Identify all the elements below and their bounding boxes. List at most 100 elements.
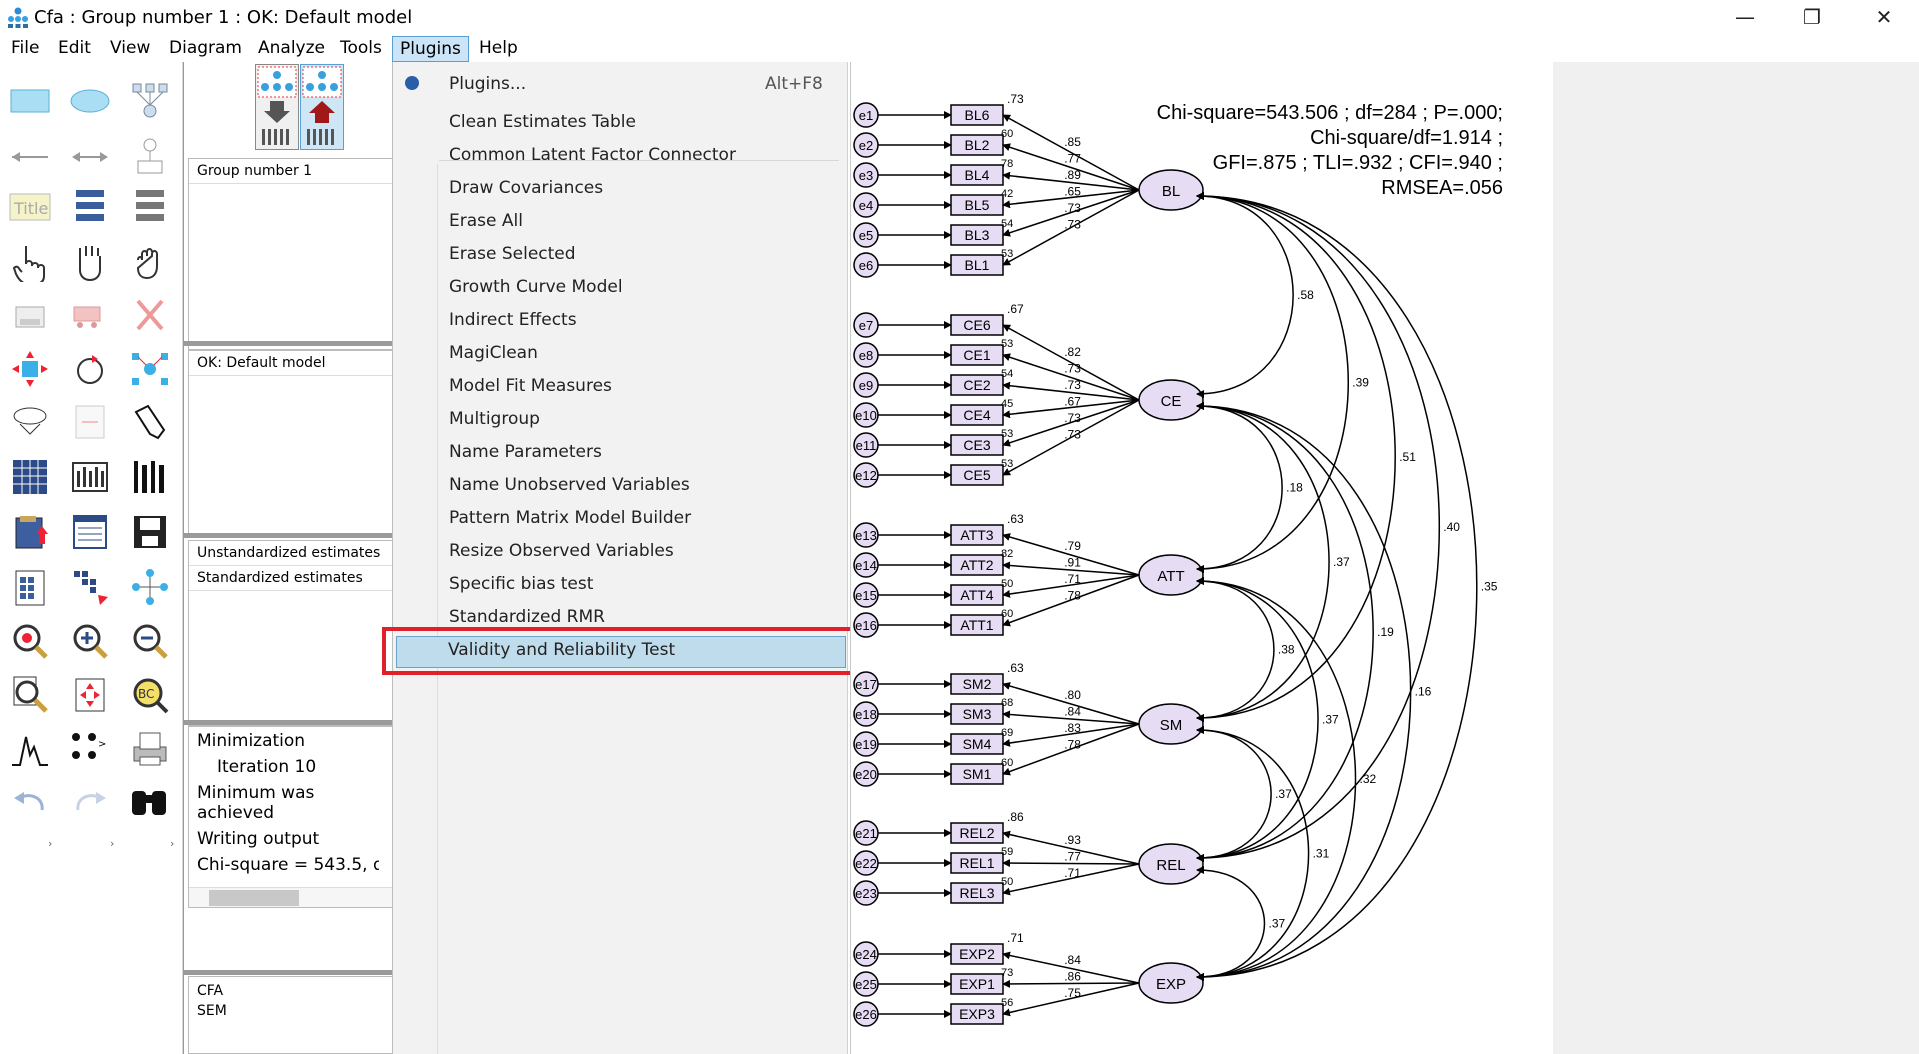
menu-help[interactable]: Help	[479, 38, 518, 58]
error-label: e22	[855, 856, 877, 871]
reflect-indicators-icon[interactable]	[125, 344, 175, 394]
latent-indicator-icon[interactable]	[125, 76, 175, 126]
covariance-arc	[1196, 577, 1275, 722]
undo-icon[interactable]	[5, 778, 55, 828]
covariance-arc	[1196, 192, 1350, 573]
erase-object-icon[interactable]	[125, 290, 175, 340]
menu-diagram[interactable]: Diagram	[169, 38, 242, 58]
panel-splitter[interactable]	[184, 341, 394, 346]
touch-up-icon[interactable]	[125, 397, 175, 447]
menu-item-multigroup[interactable]: Multigroup	[449, 409, 540, 429]
calculate-estimates-icon[interactable]	[125, 452, 175, 502]
title-tool-icon[interactable]: Title	[5, 182, 55, 232]
loading-label: .71	[1064, 866, 1081, 880]
panel-splitter-3[interactable]	[184, 720, 394, 725]
object-properties-icon[interactable]	[5, 562, 55, 612]
menu-view[interactable]: View	[110, 38, 151, 58]
scroll-icon[interactable]	[65, 397, 115, 447]
log-horizontal-scrollbar[interactable]	[189, 887, 395, 907]
rectangle-tool-icon[interactable]	[5, 76, 55, 126]
single-arrow-icon[interactable]	[5, 132, 55, 182]
view-output-path-diagram-button[interactable]	[300, 64, 344, 150]
zoom-out-icon[interactable]	[125, 616, 175, 666]
zoom-in-icon[interactable]	[65, 616, 115, 666]
menu-item-common-latent-factor-connector[interactable]: Common Latent Factor Connector	[449, 145, 736, 165]
ellipse-tool-icon[interactable]	[65, 76, 115, 126]
loading-path	[1002, 859, 1140, 868]
copy-object-icon[interactable]	[5, 290, 55, 340]
menu-item-model-fit-measures[interactable]: Model Fit Measures	[449, 376, 612, 396]
file-item-sem[interactable]: SEM	[197, 1003, 227, 1019]
observed-label: BL6	[965, 107, 990, 123]
menu-item-name-unobserved-variables[interactable]: Name Unobserved Variables	[449, 475, 690, 495]
path-diagram-canvas[interactable]: Chi-square=543.506 ; df=284 ; P=.000; Ch…	[850, 62, 1553, 1054]
move-object-icon[interactable]	[65, 290, 115, 340]
menu-item-pattern-matrix-model-builder[interactable]: Pattern Matrix Model Builder	[449, 508, 692, 528]
view-text-icon[interactable]	[65, 507, 115, 557]
change-shape-icon[interactable]	[5, 344, 55, 394]
unique-variable-icon[interactable]	[125, 132, 175, 182]
model-list-item[interactable]: OK: Default model	[189, 351, 395, 376]
loupe-icon[interactable]: BC	[125, 670, 175, 720]
menu-item-growth-curve-model[interactable]: Growth Curve Model	[449, 277, 623, 297]
unstandardized-estimates-item[interactable]: Unstandardized estimates	[189, 541, 395, 566]
menu-file[interactable]: File	[11, 38, 40, 58]
print-icon[interactable]	[125, 724, 175, 774]
panel-splitter-4[interactable]	[184, 970, 394, 975]
select-one-hand-icon[interactable]	[5, 237, 55, 287]
menu-item-draw-covariances[interactable]: Draw Covariances	[449, 178, 604, 198]
redo-icon[interactable]	[65, 778, 115, 828]
move-parameters-icon[interactable]	[5, 397, 55, 447]
r2-label: 53	[1001, 338, 1013, 350]
menu-item-indirect-effects[interactable]: Indirect Effects	[449, 310, 577, 330]
menu-item-specific-bias-test[interactable]: Specific bias test	[449, 574, 594, 594]
specification-search-icon[interactable]	[125, 778, 175, 828]
menu-item-erase-selected[interactable]: Erase Selected	[449, 244, 576, 264]
menu-plugins[interactable]: Plugins	[392, 36, 469, 62]
group-list-item[interactable]: Group number 1	[189, 159, 395, 184]
zoom-page-icon[interactable]	[5, 670, 55, 720]
file-item-cfa[interactable]: CFA	[197, 983, 224, 999]
bayesian-icon[interactable]	[5, 724, 55, 774]
menu-item-name-parameters[interactable]: Name Parameters	[449, 442, 602, 462]
menu-item-standardized-rmr[interactable]: Standardized RMR	[449, 607, 605, 627]
save-icon[interactable]	[125, 507, 175, 557]
preserve-symmetries-icon[interactable]	[125, 562, 175, 612]
list-variables-data-icon[interactable]	[125, 182, 175, 232]
standardized-estimates-item[interactable]: Standardized estimates	[189, 566, 395, 591]
toolbox-expand-icon[interactable]: ›	[48, 837, 53, 850]
menu-item-resize-observed-variables[interactable]: Resize Observed Variables	[449, 541, 674, 561]
menu-analyze[interactable]: Analyze	[258, 38, 325, 58]
menu-tools[interactable]: Tools	[340, 38, 382, 58]
drag-properties-icon[interactable]	[65, 562, 115, 612]
menu-item-validity-and-reliability-test[interactable]: Validity and Reliability Test	[448, 640, 676, 660]
menu-item-erase-all[interactable]: Erase All	[449, 211, 523, 231]
data-files-icon[interactable]	[5, 452, 55, 502]
observed-label: CE6	[963, 317, 990, 333]
analysis-properties-icon[interactable]	[65, 452, 115, 502]
zoom-in-area-icon[interactable]	[5, 616, 55, 666]
toolbox-expand-icon-3[interactable]: ›	[170, 837, 175, 850]
latent-label: REL	[1156, 857, 1185, 874]
rotate-indicators-icon[interactable]	[65, 344, 115, 394]
copy-clipboard-icon[interactable]	[5, 507, 55, 557]
minimize-button[interactable]: —	[1735, 5, 1755, 29]
maximize-button[interactable]: ❐	[1803, 5, 1821, 29]
error-label: e16	[855, 618, 877, 633]
close-button[interactable]: ✕	[1875, 5, 1893, 29]
view-input-path-diagram-button[interactable]	[255, 64, 299, 150]
menu-item-magiclean[interactable]: MagiClean	[449, 343, 538, 363]
fit-page-icon[interactable]	[65, 670, 115, 720]
panel-splitter-2[interactable]	[184, 533, 394, 538]
toolbox-expand-icon-2[interactable]: ›	[110, 837, 115, 850]
deselect-hand-icon[interactable]	[125, 237, 175, 287]
double-arrow-icon[interactable]	[65, 132, 115, 182]
menu-item-plugins[interactable]: Plugins...	[449, 74, 527, 94]
loading-path	[1002, 979, 1140, 988]
menu-edit[interactable]: Edit	[58, 38, 91, 58]
loading-label: .65	[1064, 184, 1081, 198]
menu-item-clean-estimates-table[interactable]: Clean Estimates Table	[449, 112, 636, 132]
list-variables-model-icon[interactable]	[65, 182, 115, 232]
multiple-group-icon[interactable]: >	[65, 724, 115, 774]
select-all-hand-icon[interactable]	[65, 237, 115, 287]
